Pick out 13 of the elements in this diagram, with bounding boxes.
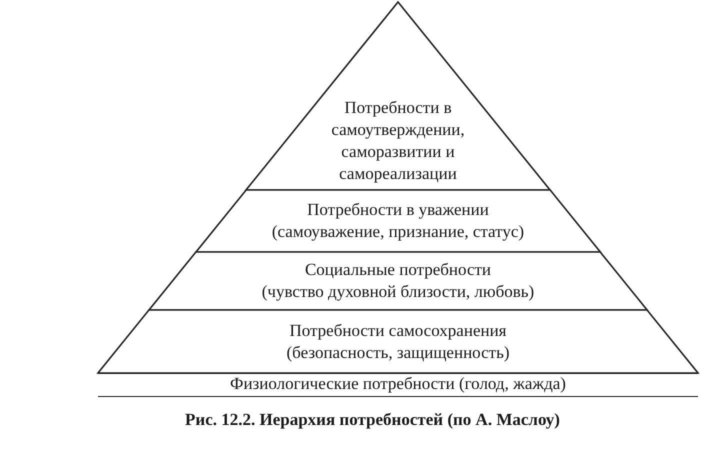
figure-caption: Рис. 12.2. Иерархия потребностей (по А. Маслоу) [185, 409, 560, 431]
tier-description: (чувство духовной близости, любовь) [262, 281, 534, 303]
tier-label: Физиологические потребности (голод, жажда) [230, 373, 566, 396]
pyramid-base-tier [98, 373, 698, 397]
tier-description: (безопасность, защищенность) [286, 342, 510, 364]
tier-label: Потребности в самоутверждении, саморазвитии и самореализации [330, 97, 466, 185]
tier-title: Потребности в уважении [307, 199, 489, 221]
pyramid-tier [148, 252, 648, 310]
tier-title: Социальные потребности [304, 259, 492, 281]
tier-description: (самоуважение, признание, статус) [272, 221, 524, 243]
pyramid-tier [196, 190, 600, 252]
tier-title: Потребности самосохранения [289, 320, 507, 342]
pyramid-tier [98, 310, 698, 373]
